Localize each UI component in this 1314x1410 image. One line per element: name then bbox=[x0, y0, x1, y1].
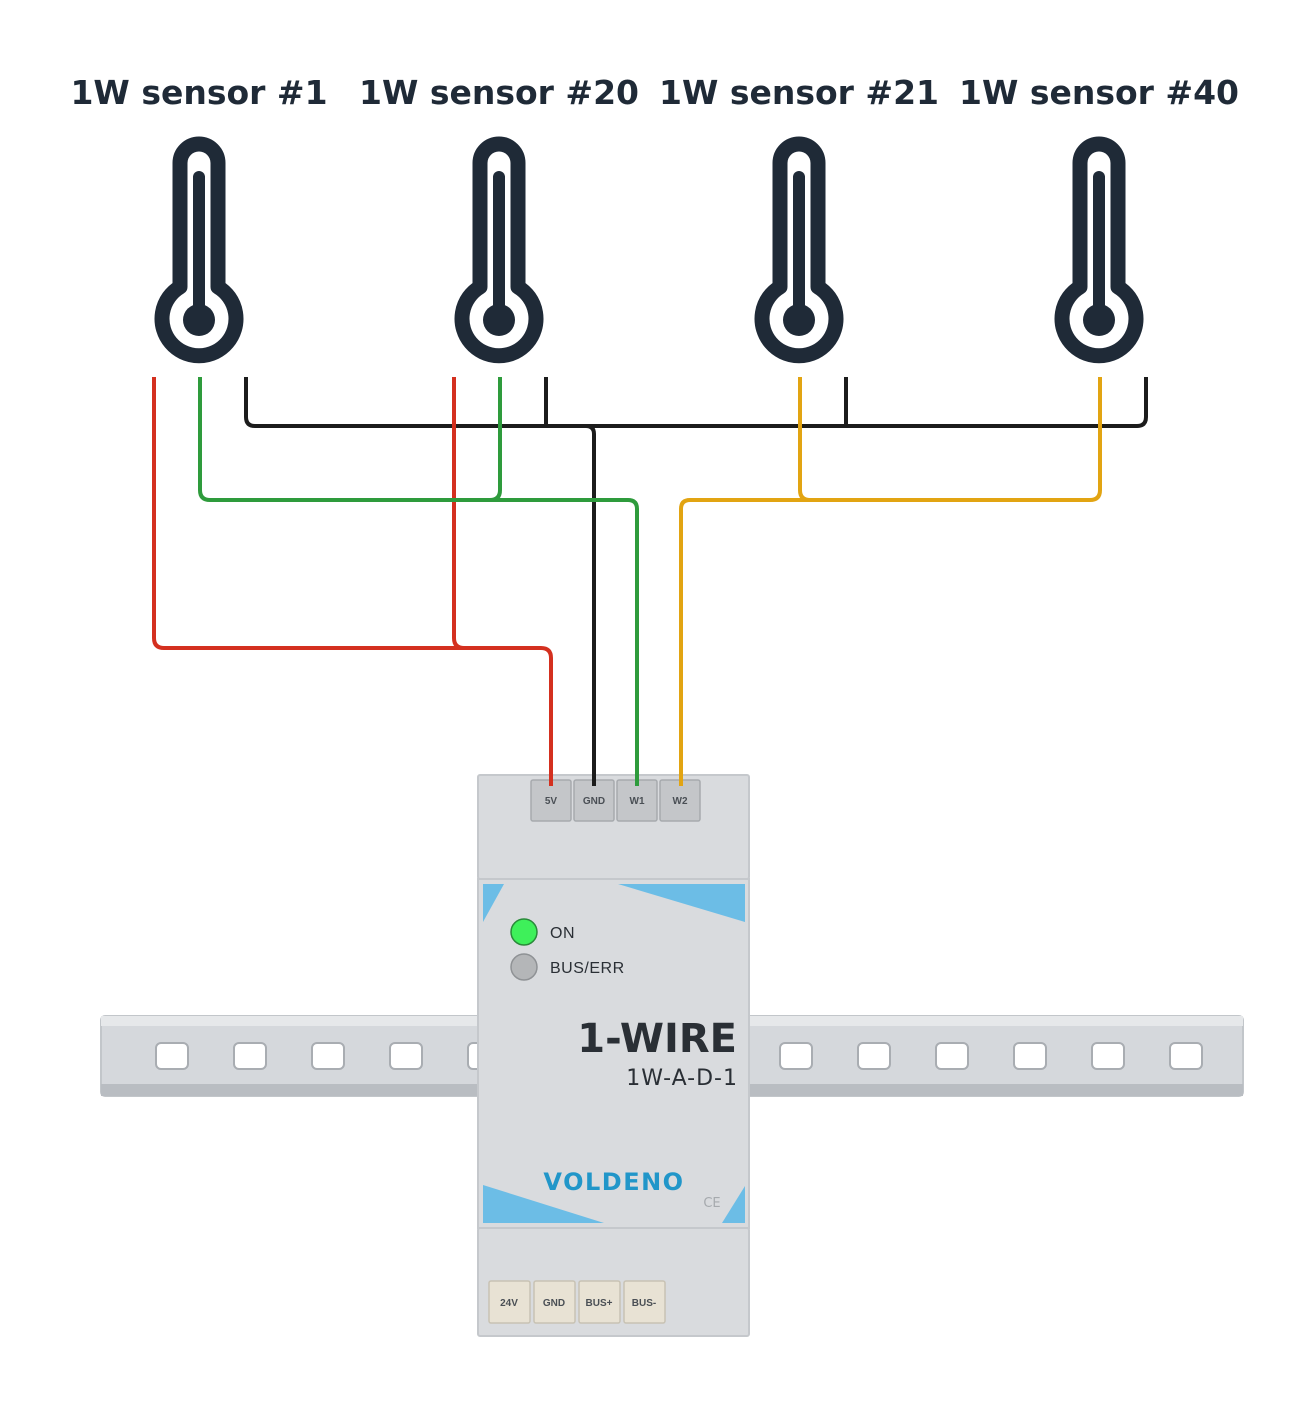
wire-w2 bbox=[679, 377, 1102, 786]
module-model: 1W-A-D-1 bbox=[626, 1066, 738, 1091]
wire-w1 bbox=[198, 377, 639, 786]
wiring bbox=[152, 377, 1148, 786]
led-bus-err-indicator bbox=[510, 953, 538, 981]
terminal-bus-minus-label: BUS- bbox=[632, 1298, 656, 1309]
terminal-24v[interactable]: 24V bbox=[488, 1280, 531, 1324]
terminal-gnd-top[interactable]: GND bbox=[573, 779, 615, 822]
thermometer-icon bbox=[762, 144, 836, 356]
terminal-w2-label: W2 bbox=[673, 796, 688, 807]
sensor-label-40: 1W sensor #40 bbox=[959, 73, 1239, 112]
module-1w-a-d-1: ON BUS/ERR 1-WIRE 1W-A-D-1 VOLDENO CE 5V… bbox=[477, 774, 750, 1337]
wire-5v-sensor-1 bbox=[152, 377, 553, 786]
terminal-bus-plus-label: BUS+ bbox=[586, 1298, 613, 1309]
led-bus-err-label: BUS/ERR bbox=[550, 960, 625, 977]
accent-triangle bbox=[618, 884, 745, 922]
accent-triangle bbox=[722, 1186, 745, 1223]
terminal-5v[interactable]: 5V bbox=[530, 779, 572, 822]
sensor-label-21: 1W sensor #21 bbox=[659, 73, 939, 112]
ce-mark: CE bbox=[703, 1196, 720, 1211]
terminal-bus-minus[interactable]: BUS- bbox=[623, 1280, 666, 1324]
wire-5v-sensor-20 bbox=[452, 377, 465, 650]
terminal-gnd-bottom-label: GND bbox=[543, 1298, 565, 1309]
terminal-gnd-top-label: GND bbox=[583, 796, 605, 807]
accent-triangle bbox=[483, 884, 504, 922]
accent-triangle bbox=[483, 1185, 604, 1223]
thermometer-icon bbox=[162, 144, 236, 356]
sensor-label-1: 1W sensor #1 bbox=[70, 73, 327, 112]
wire-w1-sensor-20 bbox=[489, 377, 502, 502]
terminal-w1-label: W1 bbox=[630, 796, 645, 807]
module-title: 1-WIRE bbox=[577, 1016, 737, 1062]
terminal-gnd-bottom[interactable]: GND bbox=[533, 1280, 576, 1324]
wire-w2-sensor-21 bbox=[798, 377, 811, 502]
thermometer-icon bbox=[462, 144, 536, 356]
sensor-label-20: 1W sensor #20 bbox=[359, 73, 639, 112]
terminal-24v-label: 24V bbox=[500, 1298, 518, 1309]
led-on-indicator bbox=[510, 918, 538, 946]
terminal-w1[interactable]: W1 bbox=[616, 779, 658, 822]
terminal-w2[interactable]: W2 bbox=[659, 779, 701, 822]
terminal-5v-label: 5V bbox=[545, 796, 558, 807]
wire-gnd-to-module bbox=[546, 424, 596, 786]
terminal-bus-plus[interactable]: BUS+ bbox=[578, 1280, 621, 1324]
led-on-label: ON bbox=[550, 925, 575, 942]
wire-gnd bbox=[244, 377, 1148, 428]
thermometer-icon bbox=[1062, 144, 1136, 356]
brand-logo: VOLDENO bbox=[543, 1168, 684, 1196]
